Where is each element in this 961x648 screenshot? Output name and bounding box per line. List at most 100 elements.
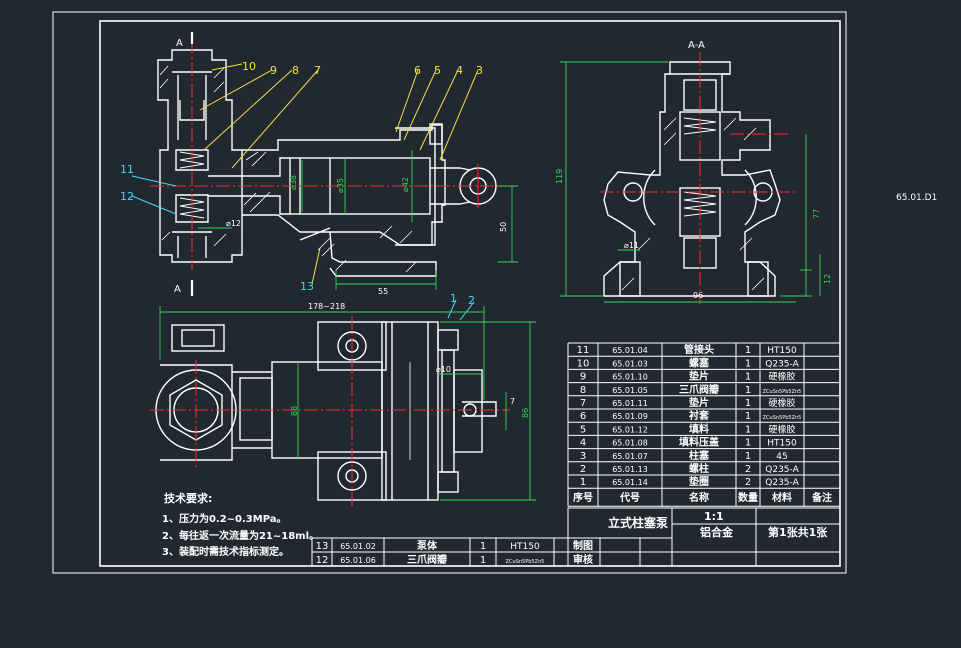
part-name: 垫片 (689, 396, 709, 409)
section-view-title: A-A (688, 40, 705, 51)
part-code: 65.01.03 (612, 359, 648, 368)
part-no: 2 (580, 464, 586, 475)
dim-d11: ⌀11 (624, 241, 639, 250)
part-no: 12 (316, 555, 329, 566)
side-view-aa (603, 61, 781, 297)
drawn-by-label: 制图 (573, 539, 593, 552)
drawing-scale: 1:1 (704, 510, 724, 523)
part-name: 三爪阀瓣 (679, 383, 719, 396)
balloon-10: 10 (242, 60, 256, 73)
dim-12: 12 (823, 274, 832, 284)
dim-96: 96 (693, 291, 703, 300)
part-qty: 1 (745, 424, 751, 435)
balloon-13: 13 (300, 280, 314, 293)
dim-50: 50 (499, 222, 508, 232)
balloon-4: 4 (456, 64, 463, 77)
dim-d10: ⌀10 (436, 365, 451, 374)
balloon-leaders (199, 63, 479, 285)
balloon-11: 11 (120, 163, 134, 176)
part-qty: 1 (745, 411, 751, 422)
dim-119: 119 (555, 169, 564, 184)
section-marker-top: A (176, 38, 183, 49)
balloon-2: 2 (468, 294, 475, 307)
dim-178-218: 178~218 (308, 302, 345, 311)
part-material: 45 (776, 452, 787, 462)
header-code: 代号 (619, 491, 640, 504)
balloon-12: 12 (120, 190, 134, 203)
balloon-1: 1 (450, 292, 457, 305)
part-code: 65.01.02 (340, 542, 376, 551)
header-name: 名称 (689, 491, 709, 504)
checked-by-label: 审核 (573, 553, 593, 566)
part-qty: 2 (745, 477, 751, 488)
part-material: Q235-A (765, 465, 799, 475)
dim-77: 77 (812, 209, 821, 219)
header-remark: 备注 (811, 491, 832, 504)
balloon-6: 6 (414, 64, 421, 77)
dim-86: 86 (521, 408, 530, 418)
part-name: 衬套 (689, 409, 710, 422)
part-code: 65.01.06 (340, 556, 376, 565)
balloon-9: 9 (270, 64, 277, 77)
part-material: ZCuSn5Pb5Zn5 (763, 415, 802, 421)
part-name: 填料 (689, 422, 709, 435)
part-no: 4 (580, 438, 586, 449)
drawing-title: 立式柱塞泵 (608, 515, 668, 530)
part-no: 10 (577, 358, 590, 369)
top-view (155, 321, 497, 501)
dim-7: 7 (510, 397, 515, 406)
side-dimension-labels: 119 77 12 96 ⌀11 (555, 169, 832, 300)
top-view-dimension-labels: 178~218 ⌀10 7 88 86 (290, 302, 530, 418)
requirement-line-1: 1、压力为0.2~0.3MPa。 (162, 512, 287, 525)
dim-55: 55 (378, 287, 388, 296)
top-view-dimensions (159, 306, 536, 501)
side-centerlines (600, 52, 795, 304)
drawing-sheet: 第1张共1张 (768, 525, 828, 539)
part-name: 螺柱 (689, 462, 709, 475)
balloon-3: 3 (476, 64, 483, 77)
front-dimension-labels: ⌀38 ⌀35 ⌀42 50 55 ⌀12 (226, 175, 508, 296)
part-material: 硬橡胶 (768, 423, 795, 435)
top-view-centerlines (150, 316, 510, 506)
part-code: 65.01.08 (612, 439, 648, 448)
drawing-code-outside: 65.01.D1 (896, 193, 937, 203)
part-name: 填料压盖 (679, 436, 719, 449)
part-qty: 1 (480, 541, 486, 552)
part-qty: 1 (745, 398, 751, 409)
balloon-7: 7 (314, 64, 321, 77)
part-code: 65.01.10 (612, 373, 648, 382)
outer-frame (52, 11, 847, 574)
section-marker-bottom: A (174, 284, 181, 295)
part-material: Q235-A (765, 478, 799, 488)
part-code: 65.01.09 (612, 412, 648, 421)
part-no: 11 (577, 345, 590, 356)
balloon-8: 8 (292, 64, 299, 77)
side-dimensions (560, 61, 821, 303)
part-qty: 1 (745, 358, 751, 369)
part-name: 螺塞 (689, 356, 710, 369)
part-no: 3 (580, 451, 586, 462)
part-no: 8 (580, 385, 586, 396)
balloon-numbers-top: 10 9 8 7 6 5 4 3 (242, 60, 483, 77)
cyan-leaders (131, 175, 475, 321)
balloon-5: 5 (434, 64, 441, 77)
balloon-numbers-cyan: 11 12 13 1 2 (120, 163, 475, 307)
dim-d38: ⌀38 (289, 175, 298, 190)
part-qty: 1 (480, 555, 486, 566)
part-material: ZCuSn5Pb5Zn5 (506, 559, 545, 565)
part-code: 65.01.12 (612, 425, 648, 434)
part-qty: 1 (745, 372, 751, 383)
part-material: HT150 (510, 542, 540, 552)
title-block (567, 507, 841, 567)
part-name: 泵体 (417, 539, 438, 552)
part-no: 9 (580, 372, 586, 383)
part-name: 三爪阀瓣 (407, 553, 447, 566)
front-dimensions (198, 150, 518, 290)
part-name: 垫片 (689, 370, 709, 383)
part-code: 65.01.14 (612, 478, 648, 487)
technical-requirements: 技术要求: 1、压力为0.2~0.3MPa。 2、每往返一次流量为21~18ml… (162, 491, 319, 558)
dim-d42: ⌀42 (401, 177, 410, 192)
